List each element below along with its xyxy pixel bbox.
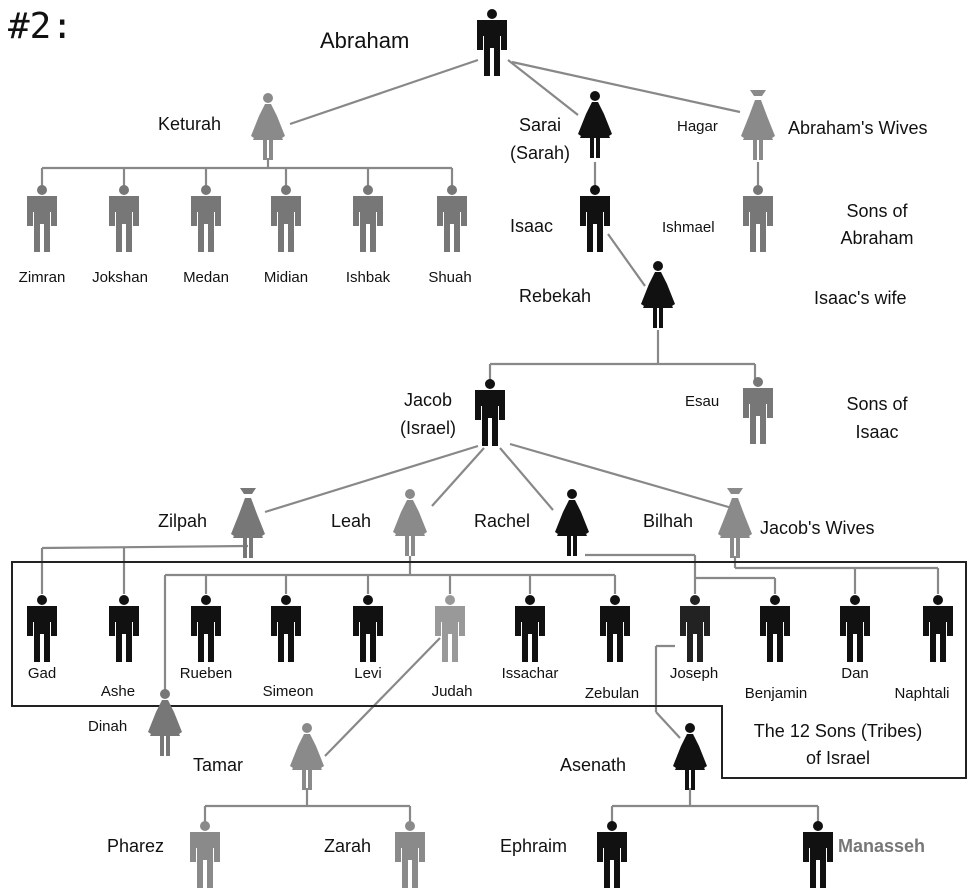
rueben-figure [191,595,221,662]
twelve-sons-label-1: The 12 Sons (Tribes) [754,721,922,741]
zilpah-label: Zilpah [158,511,207,531]
shuah-label: Shuah [428,269,471,286]
sons-of-isaac-label-1: Sons of [846,394,908,414]
benjamin-label: Benjamin [745,685,808,702]
zilpah-figure [231,488,265,558]
israel-label: (Israel) [400,418,456,438]
abraham-figure [477,9,507,76]
twelve-sons-label-2: of Israel [806,748,870,768]
zarah-label: Zarah [324,836,371,856]
asenath-figure [673,723,707,790]
ishmael-figure [743,185,773,252]
jokshan-label: Jokshan [92,269,148,286]
zimran-figure [27,185,57,252]
leah-figure [393,489,427,556]
bilhah-figure [718,488,752,558]
sarah-label: (Sarah) [510,143,570,163]
tamar-label: Tamar [193,755,243,775]
sarai-label: Sarai [519,115,561,135]
isaac-label: Isaac [510,216,553,236]
isaac-figure [580,185,610,252]
keturah-figure [251,93,285,160]
naphtali-label: Naphtali [894,685,949,702]
simeon-figure [271,595,301,662]
ishbak-figure [353,185,383,252]
medan-figure [191,185,221,252]
judah-label: Judah [432,683,473,700]
jacob-figure [475,379,505,446]
ishmael-label: Ishmael [662,219,715,236]
naphtali-figure [923,595,953,662]
ishbak-label: Ishbak [346,269,391,286]
ashe-label: Ashe [101,683,135,700]
jacob-label: Jacob [404,390,452,410]
medan-label: Medan [183,269,229,286]
simeon-label: Simeon [263,683,314,700]
zimran-label: Zimran [19,269,66,286]
sons-of-isaac-label-2: Isaac [855,422,898,442]
dan-figure [840,595,870,662]
hagar-label: Hagar [677,118,718,135]
sons-of-abraham-label-2: Abraham [840,228,913,248]
midian-label: Midian [264,269,308,286]
twelve-sons-box [11,561,967,779]
esau-figure [743,377,773,444]
abraham-label: Abraham [320,28,409,53]
esau-label: Esau [685,393,719,410]
rebekah-label: Rebekah [519,286,591,306]
zebulan-figure [600,595,630,662]
rueben-label: Rueben [180,665,233,682]
ephraim-figure [597,821,627,888]
bilhah-label: Bilhah [643,511,693,531]
jokshan-figure [109,185,139,252]
keturah-label: Keturah [158,114,221,134]
isaacs-wife-label: Isaac's wife [814,288,906,308]
tamar-figure [290,723,324,790]
jacobs-wives-label: Jacob's Wives [760,518,874,538]
issachar-figure [515,595,545,662]
shuah-figure [437,185,467,252]
ephraim-label: Ephraim [500,836,567,856]
joseph-label: Joseph [670,665,718,682]
pharez-label: Pharez [107,836,164,856]
dan-label: Dan [841,665,869,682]
sarai-figure [578,91,612,158]
connector-lines [40,58,940,826]
abrahams-wives-label: Abraham's Wives [788,118,927,138]
diagram-number: #2: [8,6,73,47]
joseph-figure [680,595,710,662]
zebulan-label: Zebulan [585,685,639,702]
ashe-figure [109,595,139,662]
leah-label: Leah [331,511,371,531]
benjamin-figure [760,595,790,662]
rachel-label: Rachel [474,511,530,531]
midian-figure [271,185,301,252]
hagar-figure [741,90,775,160]
zarah-figure [395,821,425,888]
dinah-figure [148,689,182,756]
levi-figure [353,595,383,662]
judah-figure [435,595,465,662]
sons-of-abraham-label-1: Sons of [846,201,908,221]
gad-figure [27,595,57,662]
manasseh-label: Manasseh [838,836,925,856]
levi-label: Levi [354,665,382,682]
dinah-label: Dinah [88,718,127,735]
pharez-figure [190,821,220,888]
gad-label: Gad [28,665,56,682]
rachel-figure [555,489,589,556]
issachar-label: Issachar [502,665,559,682]
rebekah-figure [641,261,675,328]
asenath-label: Asenath [560,755,626,775]
manasseh-figure [803,821,833,888]
